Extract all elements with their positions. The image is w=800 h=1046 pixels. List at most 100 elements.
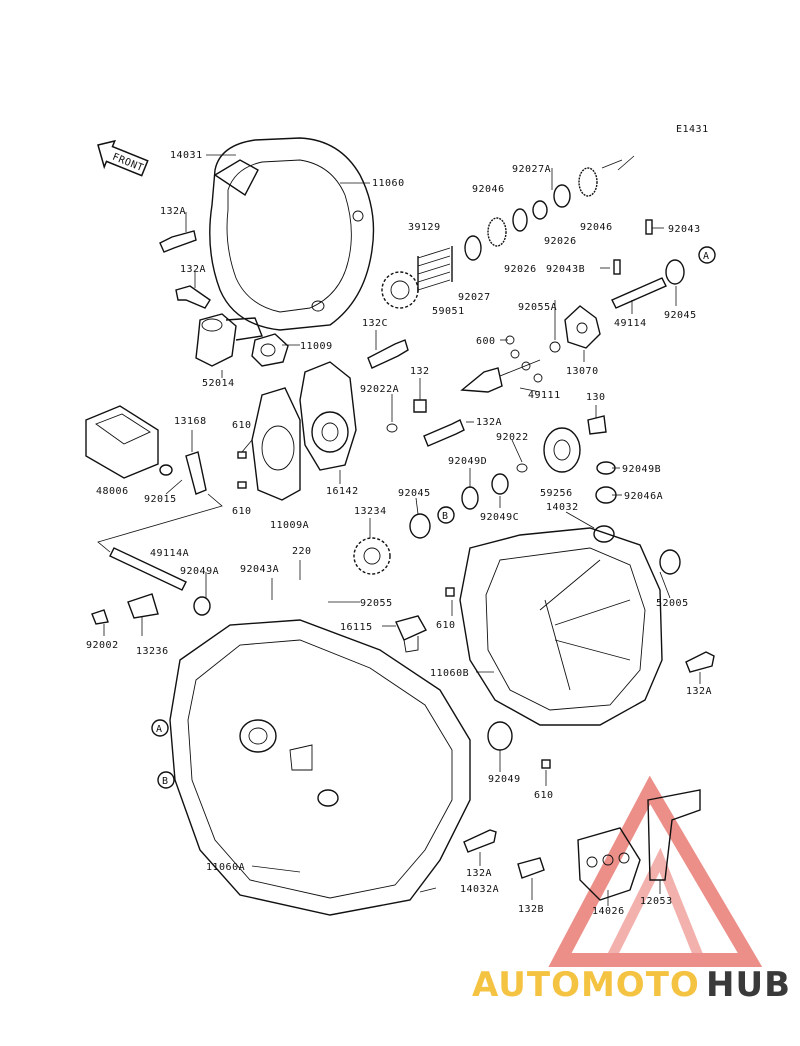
label-92027: 92027 bbox=[458, 292, 491, 303]
label-11060: 11060 bbox=[372, 178, 405, 189]
label-132c: 132C bbox=[362, 318, 388, 329]
label-132a-3: 132A bbox=[476, 417, 502, 428]
front-arrow-icon: FRONT bbox=[97, 139, 149, 177]
lever-13168 bbox=[185, 451, 207, 495]
washer-92046-b bbox=[578, 167, 598, 197]
label-92046a: 92046A bbox=[624, 491, 663, 502]
dowel-610-d bbox=[541, 759, 551, 769]
washer-92026-b bbox=[553, 184, 571, 208]
washer-92026-a bbox=[512, 208, 528, 232]
bolt-132a-3 bbox=[423, 419, 465, 447]
label-92049c: 92049C bbox=[480, 512, 519, 523]
shaft-49114-part bbox=[611, 259, 685, 309]
label-92015: 92015 bbox=[144, 494, 177, 505]
pin-92043b bbox=[613, 259, 621, 275]
callout-b-1-label: B bbox=[442, 511, 449, 522]
plate-14026-part bbox=[577, 827, 641, 901]
spring-39129-part bbox=[417, 246, 453, 292]
label-610-a: 610 bbox=[232, 420, 252, 431]
label-49111: 49111 bbox=[528, 390, 561, 401]
gear-59256-part bbox=[543, 427, 581, 473]
part-labels: 14031 11060 132A 132A 11009 52014 92027A… bbox=[86, 150, 712, 917]
label-16115: 16115 bbox=[340, 622, 373, 633]
callout-b-2-label: B bbox=[162, 776, 169, 787]
label-14032: 14032 bbox=[546, 502, 579, 513]
label-14032a: 14032A bbox=[460, 884, 499, 895]
leader-lines bbox=[97, 154, 701, 906]
label-92043b: 92043B bbox=[546, 264, 585, 275]
label-13070: 13070 bbox=[566, 366, 599, 377]
label-92043a: 92043A bbox=[240, 564, 279, 575]
watermark-part2: HUB bbox=[706, 965, 791, 1005]
callout-a-2-label: A bbox=[156, 724, 163, 735]
oil-cap-16115 bbox=[395, 615, 427, 653]
dowel-610-c bbox=[445, 587, 455, 597]
label-92026-a: 92026 bbox=[544, 236, 577, 247]
label-59256: 59256 bbox=[540, 488, 573, 499]
label-11060a: 11060A bbox=[206, 862, 245, 873]
bolt-132a-5 bbox=[463, 829, 497, 853]
label-132b: 132B bbox=[518, 904, 544, 915]
label-132a-1: 132A bbox=[160, 206, 186, 217]
washer-92022a bbox=[386, 423, 398, 433]
washer-92027 bbox=[464, 235, 482, 261]
label-49114: 49114 bbox=[614, 318, 647, 329]
label-610-b: 610 bbox=[232, 506, 252, 517]
front-label: FRONT bbox=[111, 152, 145, 174]
label-14026: 14026 bbox=[592, 906, 625, 917]
label-132a-5: 132A bbox=[466, 868, 492, 879]
gasket-11009-part bbox=[251, 333, 289, 367]
shaft-49111-part bbox=[460, 359, 541, 393]
callout-a-2 bbox=[151, 719, 169, 737]
label-92049b: 92049B bbox=[622, 464, 661, 475]
label-92055: 92055 bbox=[360, 598, 393, 609]
label-52005: 52005 bbox=[656, 598, 689, 609]
label-92049a: 92049A bbox=[180, 566, 219, 577]
balls-600 bbox=[505, 335, 543, 383]
impeller-13070-part bbox=[564, 305, 601, 349]
diagram-id: E1431 bbox=[676, 124, 709, 135]
seal-92049 bbox=[487, 721, 513, 751]
label-49114a: 49114A bbox=[150, 548, 189, 559]
oring-92055a bbox=[549, 341, 561, 353]
callout-a-1-label: A bbox=[703, 251, 710, 262]
label-610-d: 610 bbox=[534, 790, 554, 801]
bolt-130 bbox=[587, 415, 607, 435]
label-92046-b: 92046 bbox=[580, 222, 613, 233]
label-92055a: 92055A bbox=[518, 302, 557, 313]
water-pipe-part bbox=[195, 313, 263, 367]
label-132: 132 bbox=[410, 366, 430, 377]
label-16142: 16142 bbox=[326, 486, 359, 497]
dowel-610-a bbox=[237, 451, 247, 459]
label-13234: 13234 bbox=[354, 506, 387, 517]
washer-92027a bbox=[532, 200, 548, 220]
label-220: 220 bbox=[292, 546, 312, 557]
label-92049d: 92049D bbox=[448, 456, 487, 467]
seal-52005 bbox=[659, 549, 681, 575]
label-132a-4: 132A bbox=[686, 686, 712, 697]
label-92002: 92002 bbox=[86, 640, 119, 651]
label-11009a: 11009A bbox=[270, 520, 309, 531]
label-92026-b: 92026 bbox=[504, 264, 537, 275]
label-92043: 92043 bbox=[668, 224, 701, 235]
right-cover-part bbox=[459, 525, 663, 726]
label-48006: 48006 bbox=[96, 486, 129, 497]
label-92022a: 92022A bbox=[360, 384, 399, 395]
gear-59051-part bbox=[381, 271, 419, 309]
washer-92046-a bbox=[487, 217, 507, 247]
bracket-13236 bbox=[127, 593, 159, 619]
washer-92022 bbox=[516, 463, 528, 473]
label-13236: 13236 bbox=[136, 646, 169, 657]
bolt-132a-2 bbox=[175, 285, 211, 309]
bolt-92002 bbox=[91, 609, 109, 625]
pin-92043 bbox=[645, 219, 653, 235]
bolt-132c bbox=[367, 339, 409, 369]
label-12053: 12053 bbox=[640, 896, 673, 907]
clutch-cover-part bbox=[209, 137, 375, 331]
label-600: 600 bbox=[476, 336, 496, 347]
gear-13234-part bbox=[353, 537, 391, 575]
bearing-92049d bbox=[461, 486, 479, 510]
shaft-49114a-part bbox=[109, 547, 211, 616]
crankcase-part bbox=[169, 619, 471, 916]
